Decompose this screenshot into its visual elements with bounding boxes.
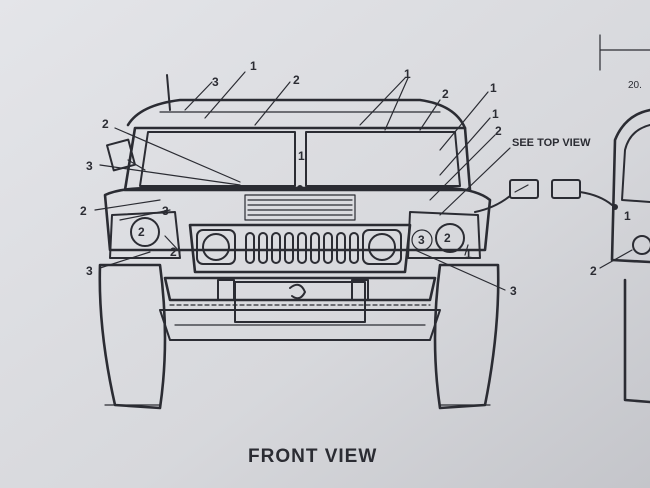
side-lamp	[632, 235, 650, 255]
dimension-value: 20.	[628, 80, 642, 91]
label-1-top-right: 1	[404, 67, 411, 81]
label-2-side: 2	[590, 264, 597, 278]
connector-plug-a	[514, 184, 529, 193]
left-tire	[98, 263, 167, 410]
cable-right	[579, 191, 613, 206]
label-2-right-b: 2	[495, 124, 502, 138]
right-headlamp	[368, 233, 396, 261]
label-3-top: 3	[212, 75, 219, 89]
label-3-left: 3	[86, 159, 93, 173]
hood-intake	[244, 194, 356, 221]
hood	[103, 186, 492, 252]
left-headlamp	[202, 233, 230, 261]
label-1-right-b: 1	[492, 107, 499, 121]
windshield-right	[305, 131, 461, 187]
side-tire	[623, 278, 650, 404]
left-shackle	[217, 279, 235, 301]
left-mirror-arm	[127, 159, 146, 171]
cable-left	[474, 195, 511, 213]
label-1-center: 1	[298, 149, 305, 163]
label-2-right-lamp: 2	[444, 231, 451, 245]
antenna	[166, 74, 171, 111]
label-1-top: 1	[250, 59, 257, 73]
dimension-line	[599, 34, 650, 71]
label-2-left-b: 2	[80, 204, 87, 218]
right-marker-lamp	[411, 229, 433, 251]
right-lamp	[435, 223, 465, 253]
label-2-right: 2	[442, 87, 449, 101]
side-view-partial: 20. 2 1	[590, 34, 650, 404]
connector-box-b	[551, 179, 581, 199]
label-2-top: 2	[293, 73, 300, 87]
side-body-outline	[610, 108, 650, 264]
label-2-left-a: 2	[102, 117, 109, 131]
side-leader	[599, 249, 633, 269]
see-top-view-callout: SEE TOP VIEW	[512, 137, 591, 149]
grille-body	[188, 223, 412, 274]
side-pivot	[612, 204, 618, 210]
label-1-right-a: 1	[490, 81, 497, 95]
left-headlamp-housing	[196, 229, 236, 265]
label-3-left-inner: 3	[162, 204, 169, 218]
label-3-right-lamp: 3	[418, 233, 425, 247]
vehicle-front	[98, 74, 500, 410]
front-bumper	[163, 276, 437, 302]
grille-slots	[245, 232, 359, 264]
leader-lines	[94, 71, 511, 291]
side-panel	[621, 124, 650, 203]
callout-numbers: 1 3 2 1 2 1 1 2 2 3 2 3 2 2 3 1 3 2 1 3 …	[80, 59, 591, 298]
label-1-side: 1	[624, 209, 631, 223]
right-headlamp-housing	[362, 229, 402, 265]
label-1-right-low: 1	[465, 247, 472, 261]
left-mirror	[106, 138, 136, 172]
connector-boxes	[474, 179, 613, 213]
undercarriage	[159, 309, 441, 341]
roof-outline	[126, 98, 467, 130]
left-lamp	[130, 217, 160, 247]
right-shackle	[351, 279, 369, 301]
tow-hook	[289, 283, 306, 300]
label-3-left-low: 3	[86, 264, 93, 278]
connector-box-a	[509, 179, 539, 199]
hood-intake-slats	[247, 199, 353, 216]
view-caption: FRONT VIEW	[248, 446, 377, 467]
winch-plate	[234, 281, 366, 323]
label-3-right-low: 3	[510, 284, 517, 298]
label-2-left-lamp: 2	[138, 225, 145, 239]
label-2-left-low: 2	[170, 245, 177, 259]
